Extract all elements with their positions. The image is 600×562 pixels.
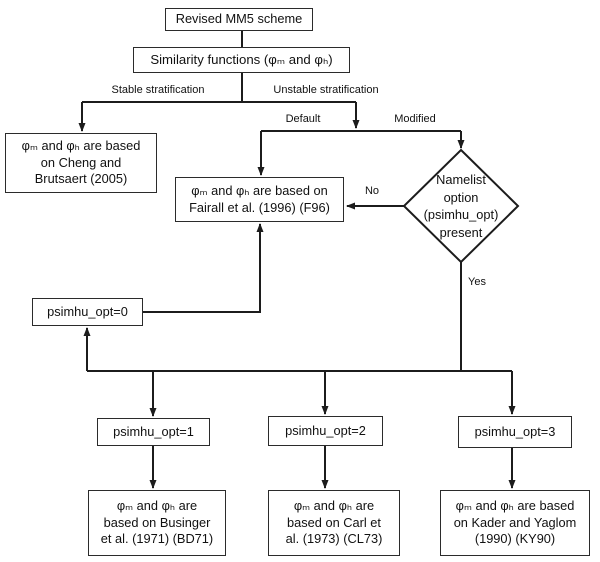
decision-namelist-option: Namelist option (psimhu_opt) present (396, 171, 526, 241)
node-revised-mm5-scheme: Revised MM5 scheme (165, 8, 313, 31)
edge-label-no: No (364, 185, 380, 197)
node-psimhu-opt0: psimhu_opt=0 (32, 298, 143, 326)
node-label: psimhu_opt=1 (113, 423, 194, 439)
text-line: al. (1973) (CL73) (285, 531, 383, 547)
text-line: based on Businger (103, 514, 211, 530)
text-line: based on Carl et (287, 514, 381, 530)
text-line: Namelist (436, 172, 486, 187)
text-line: φₘ and φₕ are (116, 498, 198, 514)
node-psimhu-opt3: psimhu_opt=3 (458, 416, 572, 448)
decision-diamond-shape (402, 148, 520, 264)
node-fairall-f96: φₘ and φₕ are based on Fairall et al. (1… (175, 177, 344, 222)
text-line: on Kader and Yaglom (453, 514, 577, 530)
edge-opt0-to-fairall (143, 223, 264, 313)
text-line: Fairall et al. (1996) (F96) (189, 199, 330, 215)
text-line: φₘ and φₕ are (293, 498, 375, 514)
text-line: Brutsaert (2005) (34, 171, 128, 187)
edge-label-unstable-stratification: Unstable stratification (273, 84, 379, 96)
text-line: (1990) (KY90) (474, 531, 556, 547)
text-line: on Cheng and (40, 154, 122, 170)
node-cheng-brutsaert: φₘ and φₕ are based on Cheng and Brutsae… (5, 133, 157, 193)
text-line: φₘ and φₕ are based (455, 498, 575, 514)
edge-label-default: Default (285, 113, 321, 125)
text-line: et al. (1971) (BD71) (100, 531, 214, 547)
text-line: (psimhu_opt) (423, 207, 499, 222)
node-psimhu-opt1: psimhu_opt=1 (97, 418, 210, 446)
text-line: option (443, 189, 479, 205)
text-line: present (439, 224, 483, 240)
edge-label-yes: Yes (468, 276, 486, 288)
edge-label-modified: Modified (394, 113, 436, 125)
node-label: psimhu_opt=0 (47, 303, 128, 319)
text-line: φₘ and φₕ are based on (191, 183, 328, 199)
node-businger-bd71: φₘ and φₕ are based on Businger et al. (… (88, 490, 226, 556)
node-kader-ky90: φₘ and φₕ are based on Kader and Yaglom … (440, 490, 590, 556)
node-psimhu-opt2: psimhu_opt=2 (268, 416, 383, 446)
node-carl-cl73: φₘ and φₕ are based on Carl et al. (1973… (268, 490, 400, 556)
node-label: Revised MM5 scheme (175, 11, 303, 27)
edge-label-stable-stratification: Stable stratification (111, 84, 205, 96)
node-label: psimhu_opt=3 (474, 423, 556, 439)
node-label: Similarity functions (φₘ and φₕ) (150, 51, 333, 67)
text-line: φₘ and φₕ are based (21, 138, 141, 154)
node-similarity-functions: Similarity functions (φₘ and φₕ) (133, 47, 350, 73)
node-label: psimhu_opt=2 (285, 422, 366, 438)
